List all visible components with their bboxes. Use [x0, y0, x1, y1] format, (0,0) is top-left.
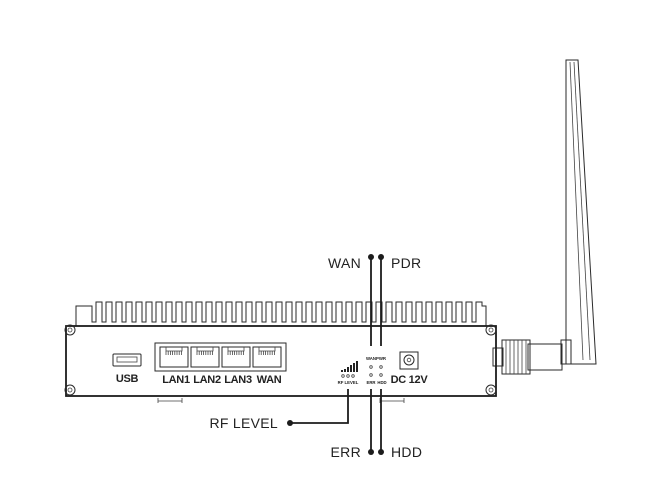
- hdd-panel-label: HDD: [377, 380, 386, 385]
- rj45-ports: [159, 346, 282, 368]
- callout-rf-level-label: RF LEVEL: [209, 415, 278, 431]
- wan-port-label: WAN: [257, 374, 282, 386]
- foot-left: [157, 398, 183, 403]
- antenna-hinge: [492, 339, 563, 375]
- heatsink-fins: [75, 301, 487, 326]
- screw-top-right: [485, 324, 497, 336]
- foot-right: [379, 398, 405, 403]
- antenna: [560, 59, 597, 365]
- callout-hdd-label: HDD: [391, 444, 422, 460]
- err-panel-label: ERR: [366, 380, 376, 385]
- callout-hdd: [378, 389, 384, 455]
- callout-wan: [368, 254, 374, 346]
- ethernet-port-block: [154, 342, 287, 372]
- dc-12v-label: DC 12V: [391, 374, 429, 386]
- rf-level-panel-label: RF LEVEL: [338, 380, 359, 385]
- callout-err: [368, 389, 374, 455]
- callout-pdr: [378, 254, 384, 346]
- dc-power-jack: [399, 351, 419, 370]
- callout-err-label: ERR: [331, 444, 361, 460]
- lan3-label: LAN3: [224, 374, 252, 386]
- rf-signal-bars-icon: [341, 361, 358, 372]
- lan2-label: LAN2: [193, 374, 221, 386]
- callout-wan-label: WAN: [328, 255, 361, 271]
- screw-top-left: [64, 324, 76, 336]
- screw-bottom-left: [64, 384, 76, 396]
- rf-led-indicators: [341, 374, 355, 378]
- usb-label: USB: [116, 373, 139, 385]
- screw-bottom-right: [485, 384, 497, 396]
- lan1-label: LAN1: [162, 374, 190, 386]
- callout-pdr-label: PDR: [391, 255, 421, 271]
- status-led-indicators: [369, 365, 383, 377]
- wan-pwr-panel-label: WANPWR: [366, 356, 387, 361]
- chassis-body: [65, 325, 497, 397]
- callout-rf-level: [287, 389, 349, 426]
- usb-port: [112, 353, 142, 367]
